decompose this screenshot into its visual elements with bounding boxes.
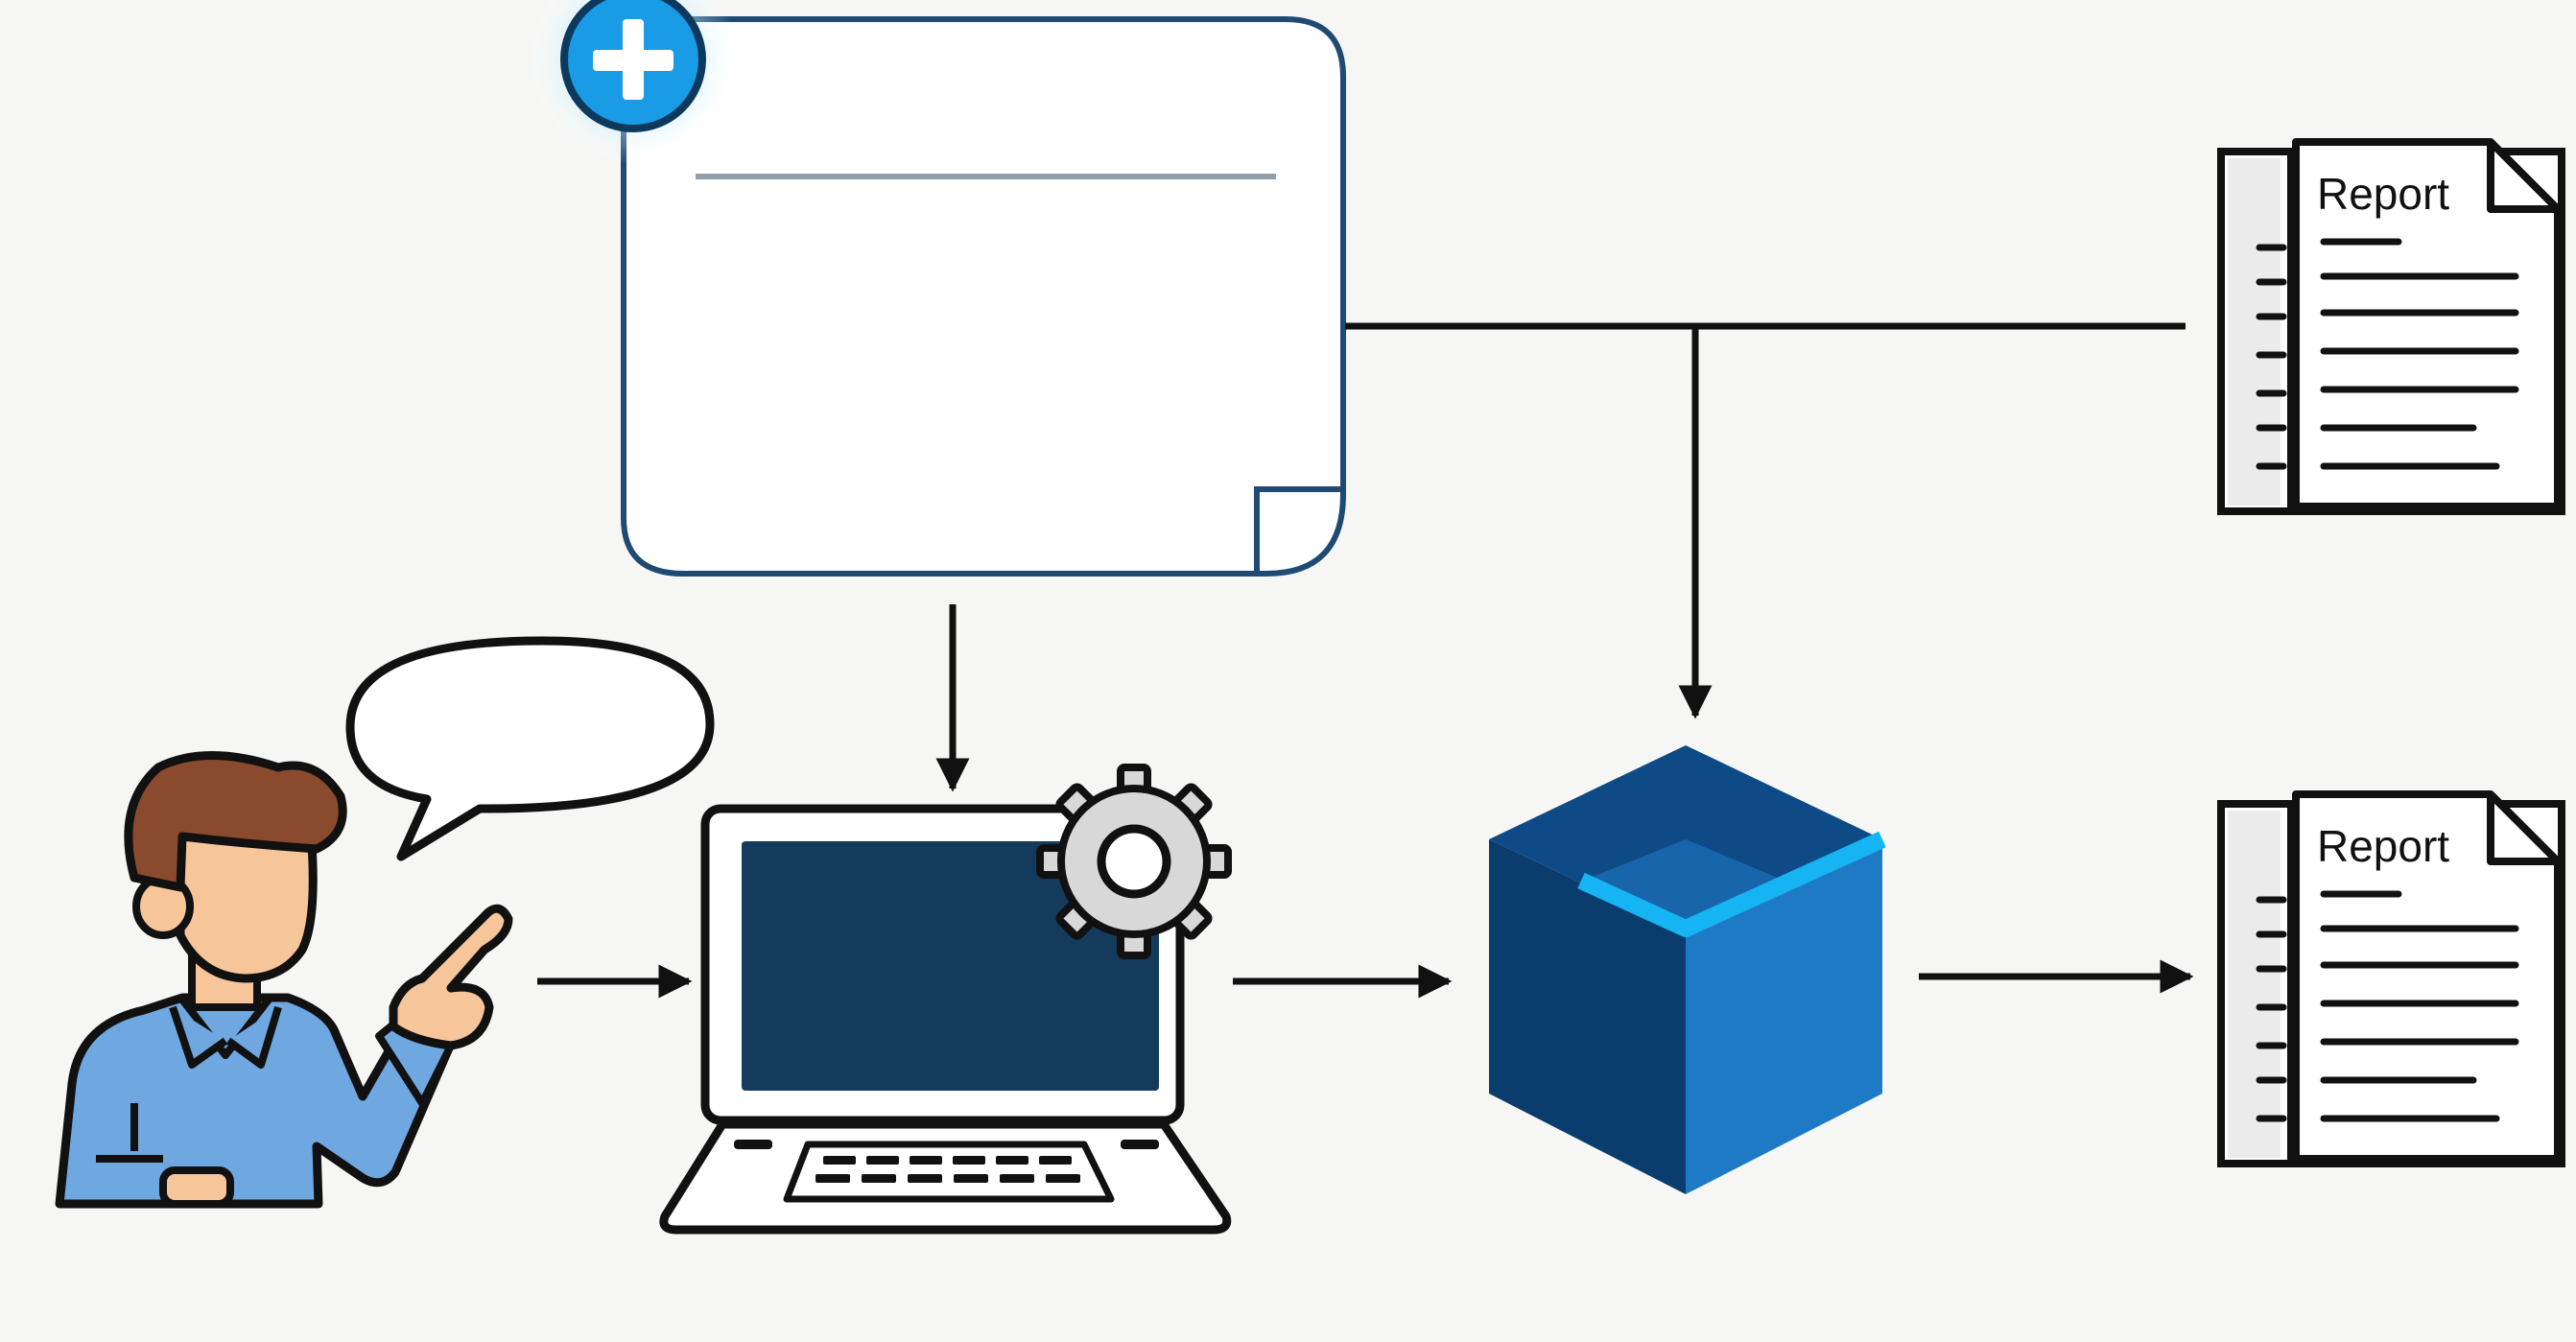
- connectors: [537, 322, 2194, 999]
- report-document-top: Report: [2217, 138, 2565, 515]
- laptop-icon: [659, 804, 1232, 1235]
- speech-bubble-icon: [345, 636, 715, 861]
- report-document-bottom: Report: [2217, 790, 2565, 1167]
- laptop-screen: [742, 841, 1159, 1091]
- keyboard-keys: [815, 1156, 1080, 1183]
- gear-icon: [1036, 764, 1232, 959]
- cube-storage-icon: [1489, 745, 1886, 1194]
- plus-circle-icon[interactable]: [528, 0, 739, 165]
- note-card: [621, 16, 1346, 577]
- report-title-top: Report: [2317, 169, 2449, 219]
- keyboard: [783, 1141, 1115, 1203]
- note-fold-corner: [1254, 486, 1341, 572]
- user-pointing-icon: [55, 751, 513, 1209]
- report-title-bottom: Report: [2317, 821, 2449, 871]
